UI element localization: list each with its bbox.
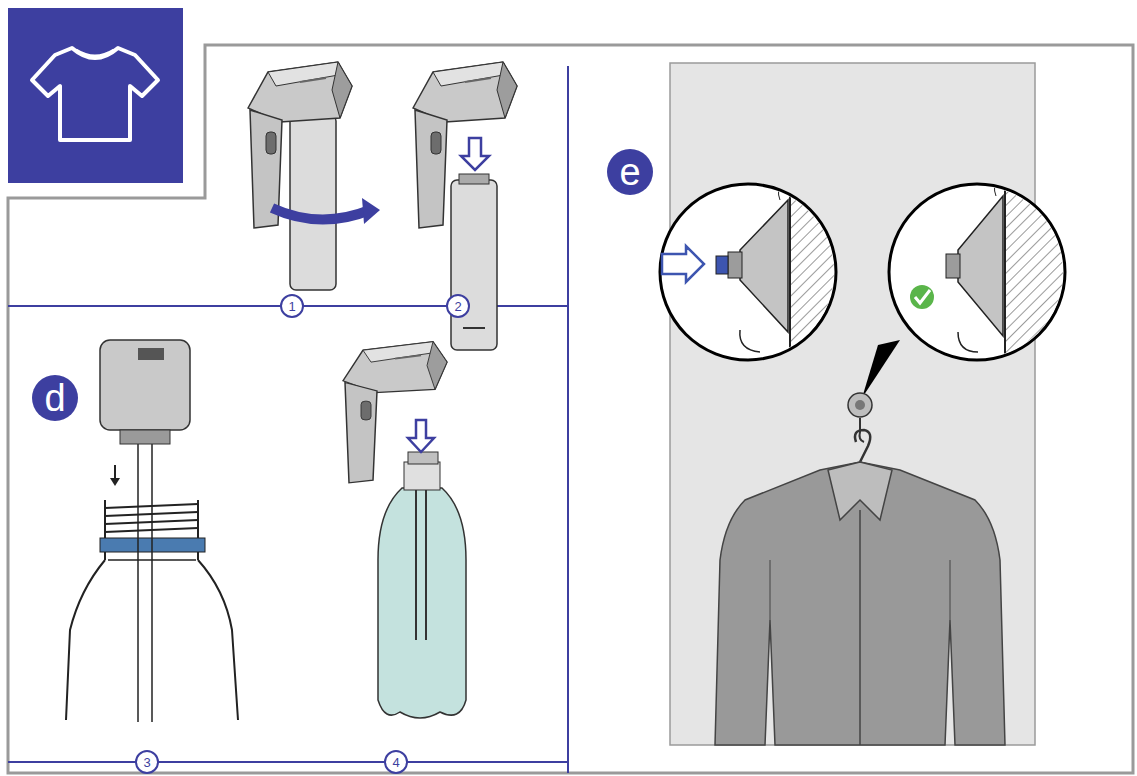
steamer-on-bottle	[343, 342, 466, 718]
callout-number: 3	[143, 756, 150, 769]
section-badge: e	[607, 149, 653, 195]
step-number: 2	[446, 294, 470, 318]
shirt	[715, 462, 1005, 745]
callout-number: 4	[392, 756, 399, 769]
section-letter: e	[619, 153, 640, 191]
steamer	[248, 62, 380, 290]
callout-number: 1	[288, 300, 295, 313]
frame	[8, 45, 1133, 773]
steamer	[413, 62, 517, 350]
category-icon	[8, 8, 183, 183]
step-number: 3	[135, 750, 159, 774]
bottle	[66, 340, 238, 722]
step-number: 4	[384, 750, 408, 774]
step-number: 1	[280, 294, 304, 318]
section-badge: d	[32, 375, 78, 421]
callout-number: 2	[454, 300, 461, 313]
section-letter: d	[44, 379, 65, 417]
